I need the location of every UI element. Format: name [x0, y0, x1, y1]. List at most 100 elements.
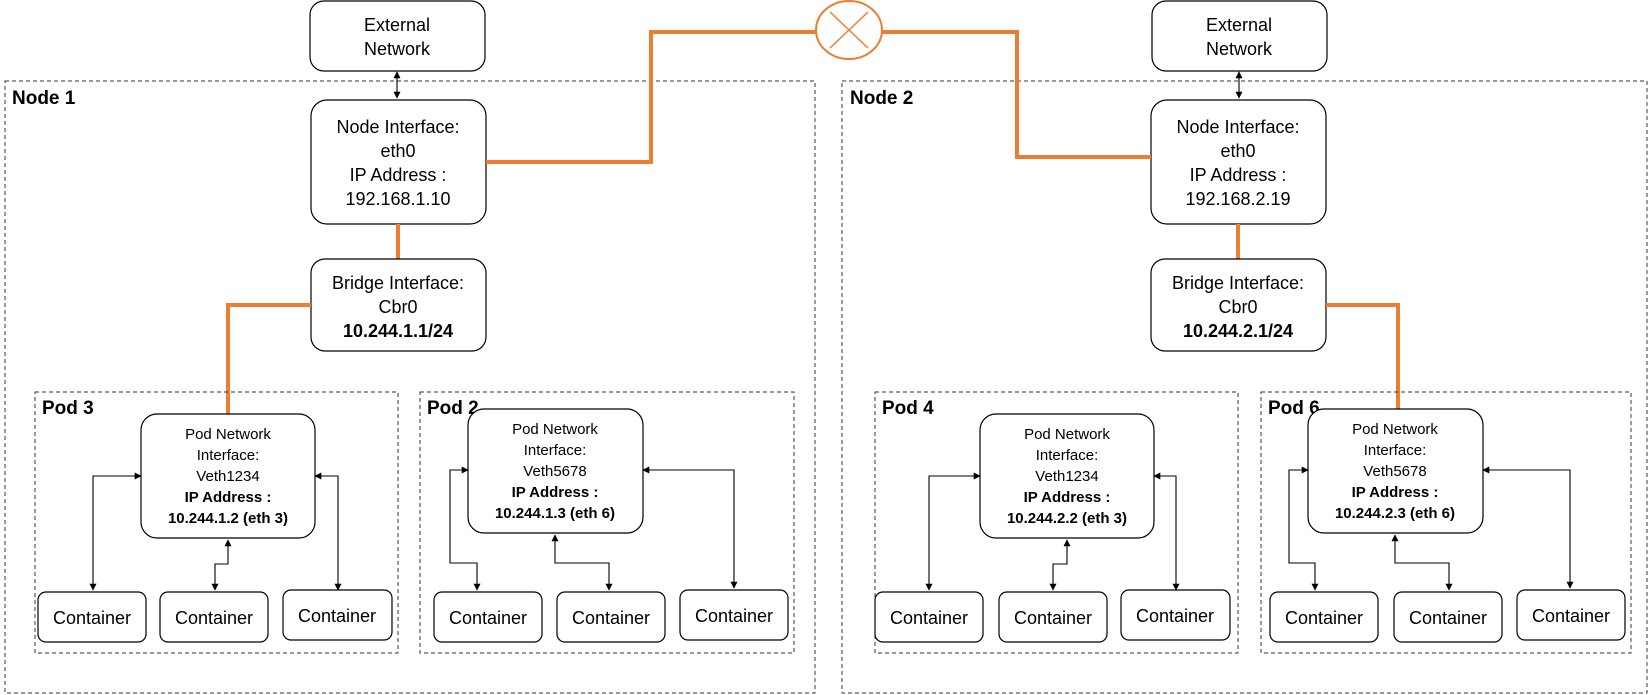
- pod-6-label: Pod 6: [1268, 398, 1320, 419]
- pod-6-container-2: [1393, 591, 1503, 643]
- node-2-bridge-line-1: Bridge Interface:: [1172, 273, 1304, 293]
- pod-6-if-line-1: Pod Network: [1352, 421, 1438, 438]
- pod-6-container-3-label: Container: [1532, 606, 1610, 626]
- pod-2-if-line-2: Interface:: [524, 442, 587, 459]
- pod-6-container-3: [1516, 589, 1626, 641]
- pod-3-container-3: [282, 589, 393, 641]
- node-2: Node 2 External Network Node Interface: …: [841, 0, 1648, 694]
- pod-3-container-1-label: Container: [53, 608, 131, 628]
- pod-3-if-line-2: Interface:: [197, 447, 260, 464]
- node-2-bridge-line-3: 10.244.2.1/24: [1183, 321, 1293, 341]
- pod-2-if-line-3: Veth5678: [523, 463, 586, 480]
- node-1-ni-line-2: eth0: [380, 141, 415, 161]
- pod-3-if-line-5: 10.244.1.2 (eth 3): [168, 510, 288, 527]
- pod-6-arrow-1: [1288, 466, 1319, 591]
- pod-4-label: Pod 4: [882, 398, 934, 419]
- node-2-external-line-1: External: [1206, 15, 1272, 35]
- pod-4-frame: [874, 391, 1239, 654]
- pod-6-if-line-4: IP Address :: [1352, 484, 1439, 501]
- pod-3: Pod 3 Pod Network Interface: Veth1234 IP…: [34, 391, 399, 654]
- pod-2-container-1: [433, 591, 543, 643]
- node-2-external-line-2: Network: [1206, 39, 1273, 59]
- pod-6-if-line-5: 10.244.2.3 (eth 6): [1335, 505, 1455, 522]
- pod-2-container-2-label: Container: [572, 608, 650, 628]
- node-1-bridge-line-3: 10.244.1.1/24: [343, 321, 453, 341]
- pod-6-if-line-3: Veth5678: [1363, 463, 1426, 480]
- pod-4: Pod 4 Pod Network Interface: Veth1234 IP…: [874, 391, 1239, 654]
- router-node-2-link: [882, 30, 1151, 159]
- pod-4-container-1-label: Container: [890, 608, 968, 628]
- node-2-bridge-pod6-link: [1326, 303, 1400, 410]
- node-2-label: Node 2: [850, 88, 913, 109]
- node-1-frame: [4, 80, 816, 694]
- pod-4-if-line-5: 10.244.2.2 (eth 3): [1007, 510, 1127, 527]
- pod-2-container-2: [556, 591, 666, 643]
- node-1-ni-line-4: 192.168.1.10: [345, 189, 450, 209]
- node-1-external-network-box: [309, 0, 486, 72]
- pod-3-container-2-label: Container: [175, 608, 253, 628]
- pod-3-if-line-4: IP Address :: [185, 489, 272, 506]
- pod-6-container-1: [1269, 591, 1379, 643]
- node-1-bridge-pod3-link: [226, 303, 311, 416]
- pod-4-container-2-label: Container: [1014, 608, 1092, 628]
- pod-4-if-line-4: IP Address :: [1024, 489, 1111, 506]
- pod-3-container-3-label: Container: [298, 606, 376, 626]
- node-2-ni-line-2: eth0: [1220, 141, 1255, 161]
- pod-2-arrow-2: [551, 534, 613, 591]
- pod-4-container-3: [1120, 589, 1231, 641]
- pod-2-frame: [419, 391, 795, 654]
- router-cross-icon: [815, 0, 883, 60]
- node-2-ni-line-1: Node Interface:: [1176, 117, 1299, 137]
- pod-4-arrow-1: [925, 472, 981, 591]
- pod-3-container-1: [37, 591, 147, 643]
- pod-3-if-line-3: Veth1234: [196, 468, 259, 485]
- node-1-external-line-2: Network: [364, 39, 431, 59]
- pod-6-container-2-label: Container: [1409, 608, 1487, 628]
- node-2-external-network-box: [1151, 0, 1328, 72]
- pod-6-frame: [1260, 391, 1632, 654]
- pod-2-if-line-1: Pod Network: [512, 421, 598, 438]
- pod-4-if-line-1: Pod Network: [1024, 426, 1110, 443]
- pod-3-label: Pod 3: [42, 398, 94, 419]
- pod-4-arrow-2: [1049, 539, 1071, 591]
- pod-4-if-line-3: Veth1234: [1035, 468, 1098, 485]
- pod-4-container-3-label: Container: [1136, 606, 1214, 626]
- pod-2-arrow-1: [449, 466, 481, 591]
- node-1-bridge-line-2: Cbr0: [378, 297, 417, 317]
- node-1-external-line-1: External: [364, 15, 430, 35]
- pod-2-container-3: [679, 589, 789, 641]
- pod-3-arrow-3: [314, 472, 342, 591]
- node-1-ni-line-1: Node Interface:: [336, 117, 459, 137]
- pod-3-if-line-1: Pod Network: [185, 426, 271, 443]
- pod-3-frame: [34, 391, 399, 654]
- node-2-ni-line-4: 192.168.2.19: [1185, 189, 1290, 209]
- node-1: Node 1 External Network Node Interface: …: [4, 0, 816, 694]
- pod-4-container-2: [998, 591, 1108, 643]
- pod-4-container-1: [874, 591, 984, 643]
- pod-4-arrow-3: [1153, 472, 1180, 591]
- pod-2-container-1-label: Container: [449, 608, 527, 628]
- pod-2-label: Pod 2: [427, 398, 479, 419]
- pod-6: Pod 6 Pod Network Interface: Veth5678 IP…: [1260, 391, 1632, 654]
- node-2-frame: [841, 80, 1648, 694]
- pod-2: Pod 2 Pod Network Interface: Veth5678 IP…: [419, 391, 795, 654]
- pod-4-if-line-2: Interface:: [1036, 447, 1099, 464]
- pod-6-container-1-label: Container: [1285, 608, 1363, 628]
- pod-6-if-line-2: Interface:: [1364, 442, 1427, 459]
- pod-6-arrow-2: [1391, 534, 1453, 591]
- node-1-bridge-line-1: Bridge Interface:: [332, 273, 464, 293]
- pod-2-container-3-label: Container: [695, 606, 773, 626]
- node-1-label: Node 1: [12, 88, 76, 109]
- node-1-router-link: [486, 30, 816, 164]
- pod-2-if-line-5: 10.244.1.3 (eth 6): [495, 505, 615, 522]
- pod-3-container-2: [159, 591, 269, 643]
- pod-3-arrow-2: [211, 539, 232, 591]
- pod-2-arrow-3: [642, 466, 738, 589]
- pod-2-if-line-4: IP Address :: [512, 484, 599, 501]
- node-2-ni-line-3: IP Address :: [1190, 165, 1287, 185]
- pod-3-arrow-1: [89, 472, 142, 591]
- node-1-ni-line-3: IP Address :: [350, 165, 447, 185]
- pod-6-arrow-3: [1482, 466, 1574, 589]
- node-2-bridge-line-2: Cbr0: [1218, 297, 1257, 317]
